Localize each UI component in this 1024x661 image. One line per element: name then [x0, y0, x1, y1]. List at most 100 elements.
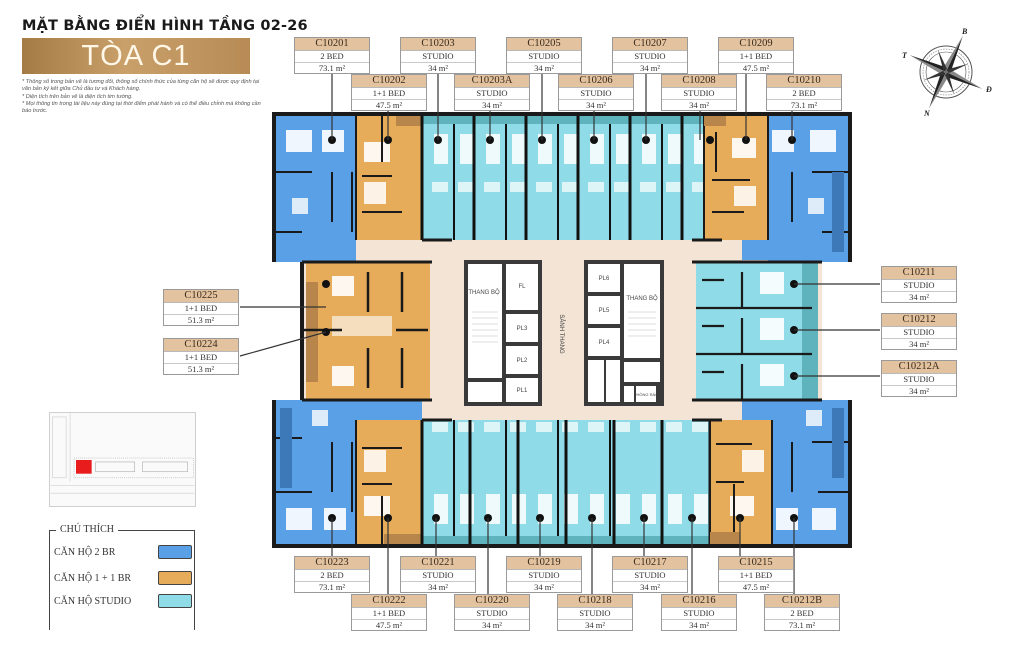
unit-C10211-C10212A[interactable] [696, 260, 818, 402]
unit-area: 34 m² [428, 581, 448, 592]
unit-code: C10202 [352, 75, 426, 88]
unit-type: STUDIO [455, 608, 529, 620]
elevator-core: THANG BỘ FL PL3 PL2 PL1 PL6 PL5 PL4 THAN… [464, 260, 664, 406]
elevator-label: PL2 [517, 358, 528, 364]
compass-west-label: T [902, 51, 908, 60]
studio-row-top [420, 116, 742, 240]
unit-type: STUDIO [401, 51, 475, 63]
unit-code: C10201 [295, 38, 369, 51]
elevator-label: PL6 [599, 276, 610, 282]
unit-code: C10212B [765, 595, 839, 608]
note: * Mọi thông tin trong tài liệu này đúng … [22, 100, 261, 115]
unit-type: 2 BED [295, 51, 369, 63]
site-key-map [49, 412, 196, 507]
unit-C10210[interactable] [742, 112, 852, 262]
legend-label: CĂN HỘ 1 + 1 BR [54, 572, 132, 584]
unit-type: 1+1 BED [164, 352, 238, 364]
unit-C10209[interactable] [703, 116, 768, 240]
unit-code: C10212 [882, 314, 956, 327]
unit-type: 2 BED [295, 570, 369, 582]
unit-area: 34 m² [640, 62, 660, 73]
page-title: MẶT BẰNG ĐIỂN HÌNH TẦNG 02-26 [22, 18, 308, 34]
unit-type: 1+1 BED [719, 51, 793, 63]
disclaimer-notes: * Thông số trong bản vẽ là tương đối, th… [22, 79, 262, 115]
unit-code: C10205 [507, 38, 581, 51]
unit-code: C10223 [295, 557, 369, 570]
legend-item-1plus1br: CĂN HỘ 1 + 1 BR [54, 570, 192, 586]
unit-C10223[interactable] [272, 400, 422, 548]
current-tower-marker [76, 459, 92, 474]
unit-area: 73.1 m² [790, 99, 818, 110]
unit-area: 47.5 m² [742, 62, 770, 73]
unit-C10222[interactable] [355, 420, 422, 548]
unit-type: 1+1 BED [352, 608, 426, 620]
unit-area: 34 m² [482, 619, 502, 630]
compass-south-label: N [923, 109, 931, 118]
legend-title: CHÚ THÍCH [56, 524, 118, 535]
unit-C10225-C10224[interactable] [300, 260, 430, 402]
unit-code: C10217 [613, 557, 687, 570]
building-banner: TÒA C1 [22, 38, 250, 74]
unit-C10212B[interactable] [742, 400, 852, 548]
unit-area: 73.1 m² [318, 581, 346, 592]
unit-type: STUDIO [613, 570, 687, 582]
unit-code: C10203 [401, 38, 475, 51]
unit-code: C10220 [455, 595, 529, 608]
unit-code: C10216 [662, 595, 736, 608]
unit-area: 34 m² [482, 99, 502, 110]
elevator-label: PL4 [599, 340, 610, 346]
unit-type: 1+1 BED [719, 570, 793, 582]
swatch-studio [158, 594, 192, 608]
trash-room-label: PHÒNG RÁC [634, 392, 658, 397]
floor-plan: THANG BỘ FL PL3 PL2 PL1 PL6 PL5 PL4 THAN… [272, 112, 852, 548]
compass-north-label: B [961, 27, 968, 36]
unit-type: STUDIO [662, 88, 736, 100]
swatch-2br [158, 545, 192, 559]
swatch-1plus1br [158, 571, 192, 585]
header: MẶT BẰNG ĐIỂN HÌNH TẦNG 02-26 TÒA C1 * T… [22, 18, 308, 115]
unit-area: 34 m² [585, 619, 605, 630]
compass-icon: B T Đ N [902, 27, 992, 118]
unit-area: 47.5 m² [375, 619, 403, 630]
elevator-label: PL1 [517, 388, 528, 394]
unit-type: STUDIO [455, 88, 529, 100]
unit-type: STUDIO [662, 608, 736, 620]
unit-area: 34 m² [909, 385, 929, 396]
unit-C10202[interactable] [355, 112, 422, 240]
note: * Thông số trong bản vẽ là tương đối, th… [22, 79, 260, 93]
unit-area: 34 m² [428, 62, 448, 73]
unit-area: 51.3 m² [187, 363, 215, 374]
unit-C10215[interactable] [709, 420, 772, 548]
unit-type: STUDIO [507, 570, 581, 582]
unit-type: 2 BED [765, 608, 839, 620]
unit-type: STUDIO [401, 570, 475, 582]
unit-code: C10225 [164, 290, 238, 303]
legend-item-studio: CĂN HỘ STUDIO [54, 593, 192, 609]
unit-type: 2 BED [767, 88, 841, 100]
